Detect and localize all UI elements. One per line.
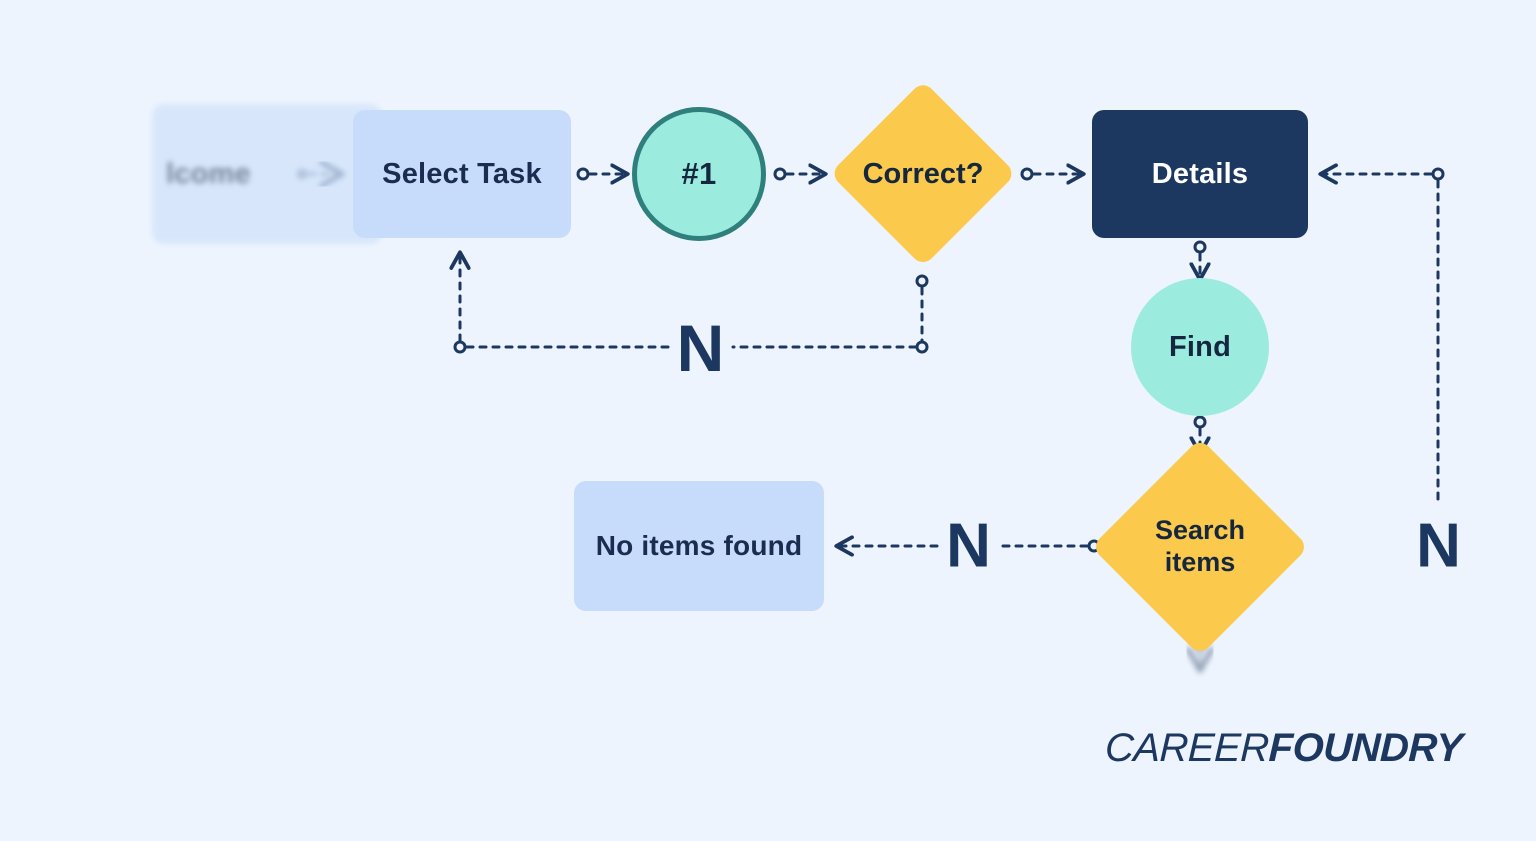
node-find[interactable]: Find [1131,278,1269,416]
edge-label-search-no: N [946,511,991,581]
node-search-items-label: Search items [1154,515,1246,577]
node-no-items-found[interactable]: No items found [574,481,824,611]
node-welcome[interactable]: lcome [152,104,382,244]
node-select-task[interactable]: Select Task [353,110,571,238]
node-step-1[interactable]: #1 [632,107,766,241]
edge-label-return-no: N [1416,511,1461,581]
careerfoundry-logo: CAREERFOUNDRY [1104,726,1463,771]
node-welcome-shape: lcome [152,104,382,244]
node-details-label: Details [1151,157,1249,190]
edge-details-to-find [1195,240,1205,278]
logo-career-text: CAREER [1103,726,1270,770]
edge-label-correct-no: N [676,311,725,385]
node-select-task-label: Select Task [382,157,542,190]
node-welcome-label: lcome [166,157,251,190]
edge-select-to-step1 [576,169,626,179]
node-no-items-found-label: No items found [595,530,803,562]
node-correct-decision[interactable]: Correct? [829,80,1017,268]
node-correct-label: Correct? [862,157,984,190]
node-search-items-decision[interactable]: Search items [1091,438,1309,656]
edge-correct-to-details [1020,169,1082,179]
node-details[interactable]: Details [1092,110,1308,238]
logo-foundry-text: FOUNDRY [1267,726,1463,770]
edge-step1-to-correct [773,169,824,179]
node-find-label: Find [1168,330,1231,363]
node-step-1-label: #1 [681,155,717,191]
